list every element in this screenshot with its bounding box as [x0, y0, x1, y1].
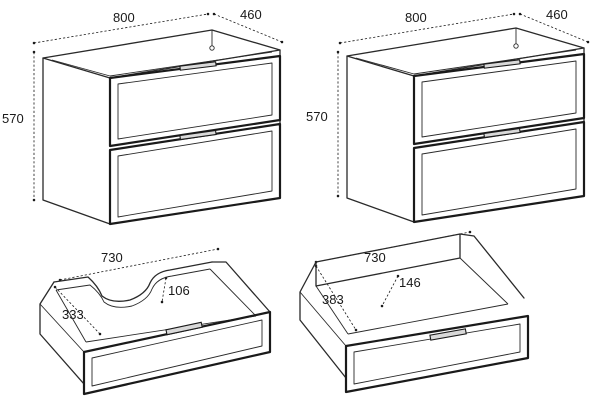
cabinet-1-lower-drawer: [108, 122, 282, 226]
drawer-2-length-label: 730: [364, 250, 386, 265]
drawer-1-notch-label: 106: [168, 283, 190, 298]
drawer-1-right-side: [211, 261, 271, 313]
cabinet-2-upper-handle: [483, 59, 521, 69]
drawer-1-length-dimension: [58, 247, 220, 282]
cabinet-2-width-label: 800: [405, 10, 427, 25]
cabinet-2-upper-drawer: [412, 52, 586, 146]
cabinet-2: 800 460 570: [306, 7, 590, 224]
cabinet-2-side: [346, 55, 415, 223]
cabinet-1-side: [42, 57, 111, 225]
drawer-1-handle: [165, 321, 203, 336]
drawer-2-left-side: [299, 261, 347, 379]
drawer-2-inner-height-label: 146: [399, 275, 421, 290]
drawer-1-notch-dimension: [160, 276, 168, 304]
cabinet-1-depth-label: 460: [240, 7, 262, 22]
cabinet-1-width-dimension: [32, 12, 210, 45]
cabinet-1-upper-drawer: [108, 54, 282, 148]
drawer-1-length-label: 730: [101, 250, 123, 265]
drawer-1: 730 333 106: [39, 247, 272, 396]
cabinet-2-width-dimension: [338, 12, 516, 45]
drawer-2-right-side: [459, 233, 525, 299]
cabinet-1-height-label: 570: [2, 111, 24, 126]
cabinet-2-lower-handle: [483, 127, 521, 139]
drawer-2-handle: [429, 328, 467, 341]
drawer-2-inner-height-dimension: [380, 274, 400, 308]
cabinet-1-width-label: 800: [113, 10, 135, 25]
cabinet-1-upper-handle: [179, 61, 217, 71]
drawer-1-left-side: [39, 281, 85, 385]
drawer-2: 730 383 146: [299, 230, 530, 394]
drawer-2-front: [344, 314, 530, 394]
cabinet-2-height-label: 570: [306, 109, 328, 124]
drawer-2-back-wall: [315, 233, 461, 287]
drawer-1-front: [82, 310, 272, 396]
cabinet-1-lower-handle: [179, 129, 217, 141]
drawer-1-depth-label: 333: [62, 307, 84, 322]
cabinet-2-lower-drawer: [412, 120, 586, 224]
cabinet-1: 800 460 570: [2, 7, 284, 226]
cabinet-2-depth-label: 460: [546, 7, 568, 22]
drawer-1-back-wall: [53, 261, 213, 302]
